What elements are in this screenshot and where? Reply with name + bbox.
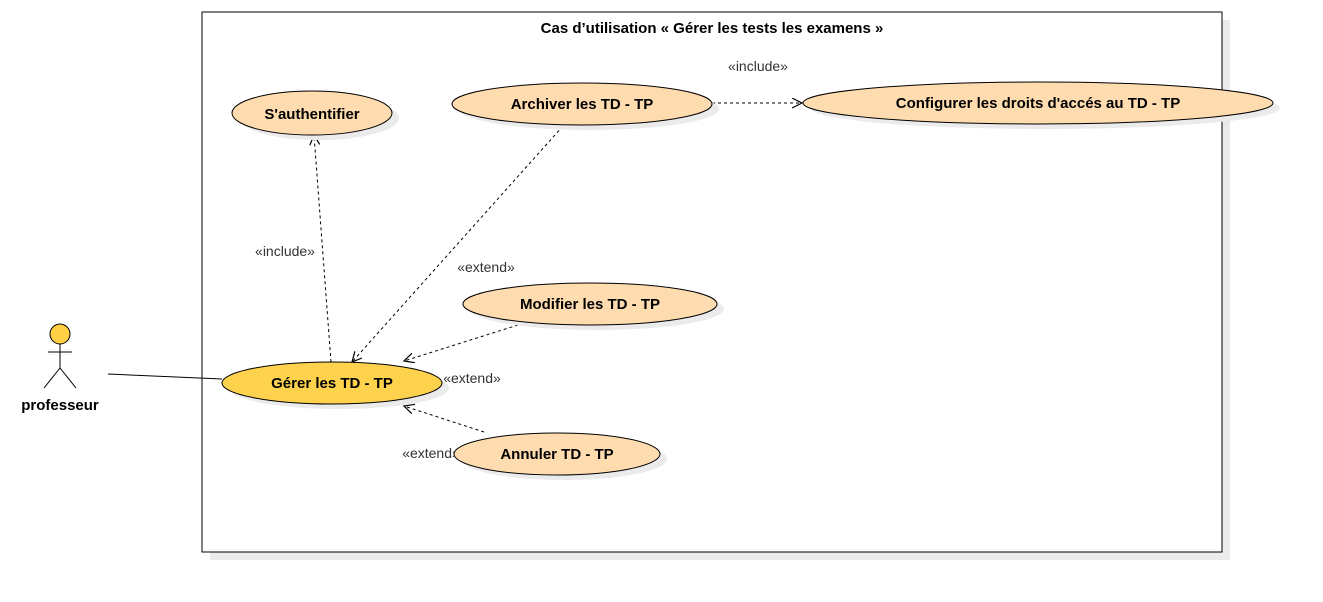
use-case-manage-label: Gérer les TD - TP <box>271 375 393 392</box>
extend-cancel-arrow <box>404 406 485 433</box>
actor-leg-right <box>59 367 77 389</box>
use-case-archive-label: Archiver les TD - TP <box>511 96 654 113</box>
use-case-cancel-label: Annuler TD - TP <box>500 446 613 463</box>
use-case-configure-label: Configurer les droits d'accés au TD - TP <box>896 95 1180 112</box>
actor-label: professeur <box>21 397 99 414</box>
include-auth-label: «include» <box>255 243 315 259</box>
association-line <box>107 373 223 380</box>
use-case-authenticate-label: S'authentifier <box>264 106 359 123</box>
include-configure-label: «include» <box>728 58 788 74</box>
system-title: Cas d’utilisation « Gérer les tests les … <box>541 20 884 37</box>
use-case-archive[interactable]: Archiver les TD - TP <box>451 82 719 130</box>
use-case-cancel[interactable]: Annuler TD - TP <box>453 432 667 480</box>
use-case-authenticate[interactable]: S'authentifier <box>231 90 399 140</box>
extend-archive-arrow <box>352 125 564 362</box>
use-case-manage[interactable]: Gérer les TD - TP <box>221 361 449 409</box>
use-case-configure[interactable]: Configurer les droits d'accés au TD - TP <box>802 81 1280 129</box>
extend-archive-label: «extend» <box>457 259 515 275</box>
extend-cancel-label: «extend» <box>402 445 460 461</box>
include-auth-arrow <box>314 135 332 363</box>
actor-head <box>49 323 71 345</box>
extend-modify-label: «extend» <box>443 370 501 386</box>
use-case-modify[interactable]: Modifier les TD - TP <box>462 282 724 330</box>
actor-professeur[interactable]: professeur <box>21 323 99 414</box>
actor-leg-left <box>43 367 61 389</box>
use-case-modify-label: Modifier les TD - TP <box>520 296 660 313</box>
extend-modify-arrow <box>404 324 519 361</box>
